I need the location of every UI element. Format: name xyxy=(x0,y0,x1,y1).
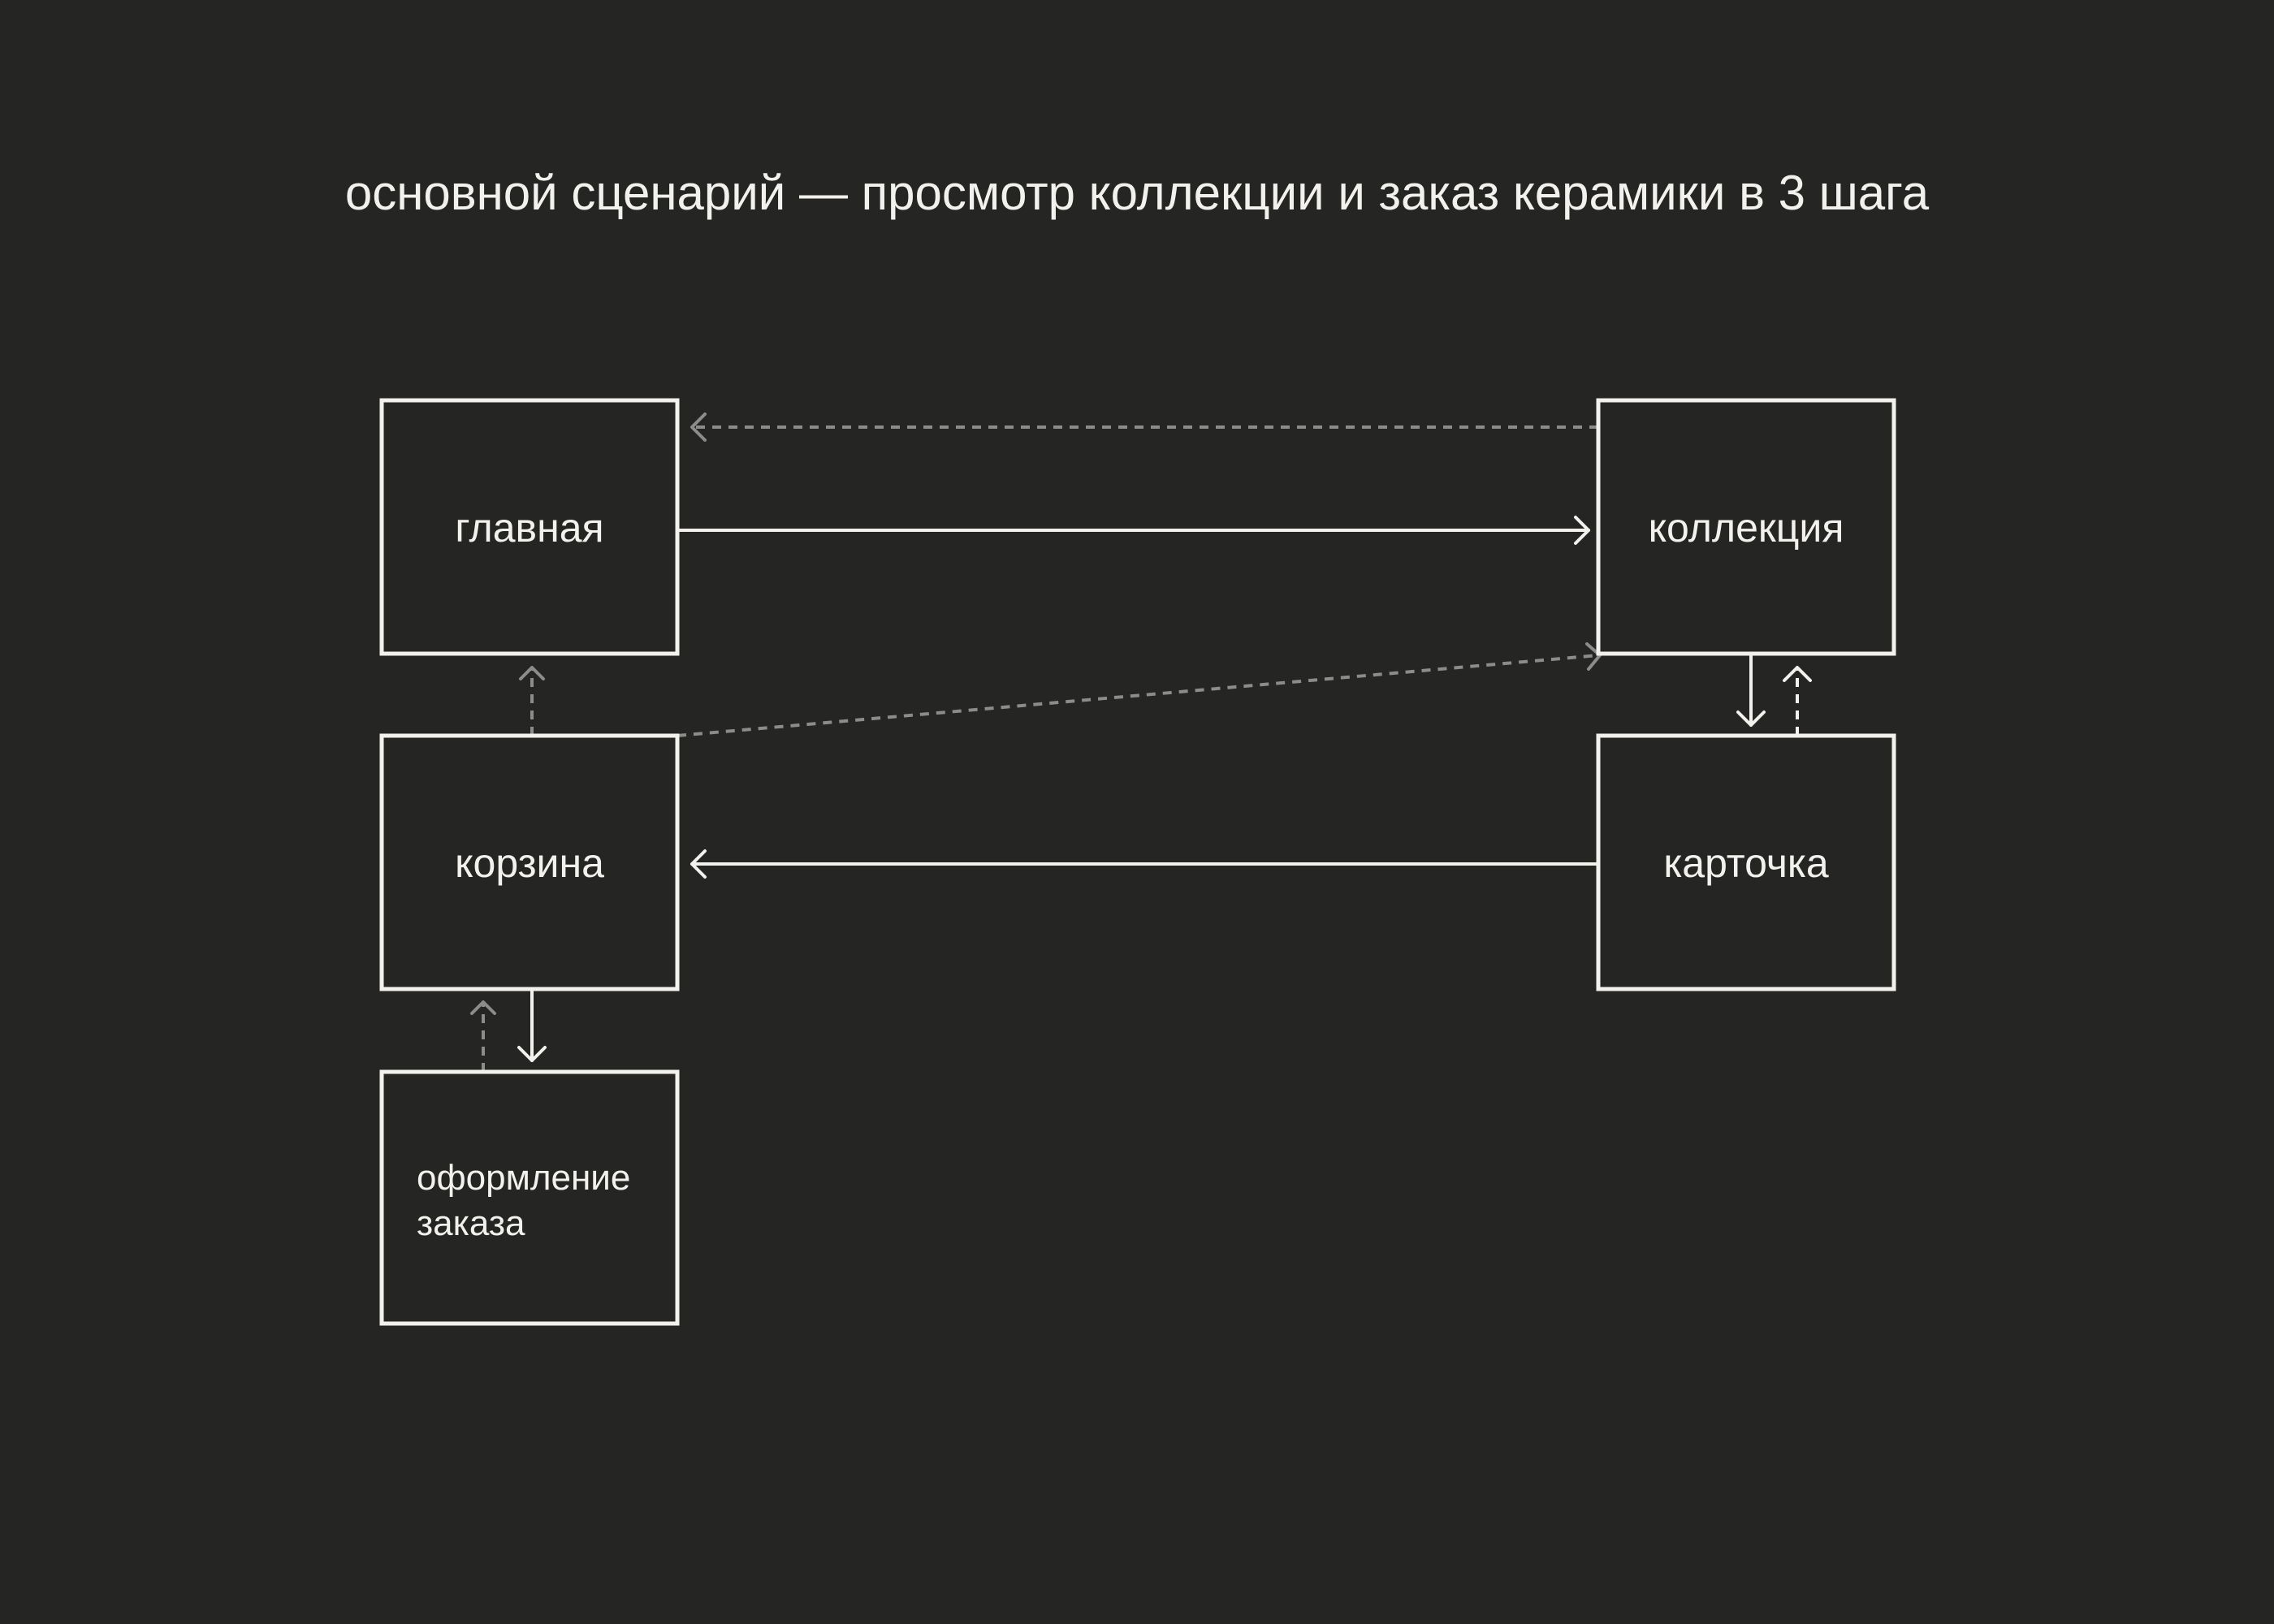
node-checkout[interactable]: оформление заказа xyxy=(379,1069,680,1326)
edge-cart-to-collection xyxy=(677,642,1602,737)
node-checkout-label-line1: оформление xyxy=(417,1158,630,1198)
node-card-label: карточка xyxy=(1663,840,1829,886)
node-home[interactable]: главная xyxy=(379,398,680,656)
edge-checkout-to-cart xyxy=(470,1000,496,1072)
edge-collection-to-home xyxy=(690,412,1598,442)
edge-cart-to-home xyxy=(519,666,545,736)
node-checkout-label-line2: заказа xyxy=(417,1203,525,1243)
edge-card-to-collection xyxy=(1783,666,1812,736)
node-cart-label: корзина xyxy=(455,840,604,886)
diagram-title: основной сценарий — просмотр коллекции и… xyxy=(345,166,1930,220)
node-collection[interactable]: коллекция xyxy=(1596,398,1896,656)
edge-collection-to-card xyxy=(1736,652,1766,727)
edge-card-to-cart xyxy=(690,849,1600,879)
edge-home-to-collection xyxy=(676,516,1590,545)
edge-cart-to-checkout xyxy=(517,987,547,1062)
node-cart[interactable]: корзина xyxy=(379,733,680,991)
node-home-label: главная xyxy=(455,505,603,551)
node-collection-label: коллекция xyxy=(1649,505,1844,551)
node-card[interactable]: карточка xyxy=(1596,733,1896,991)
